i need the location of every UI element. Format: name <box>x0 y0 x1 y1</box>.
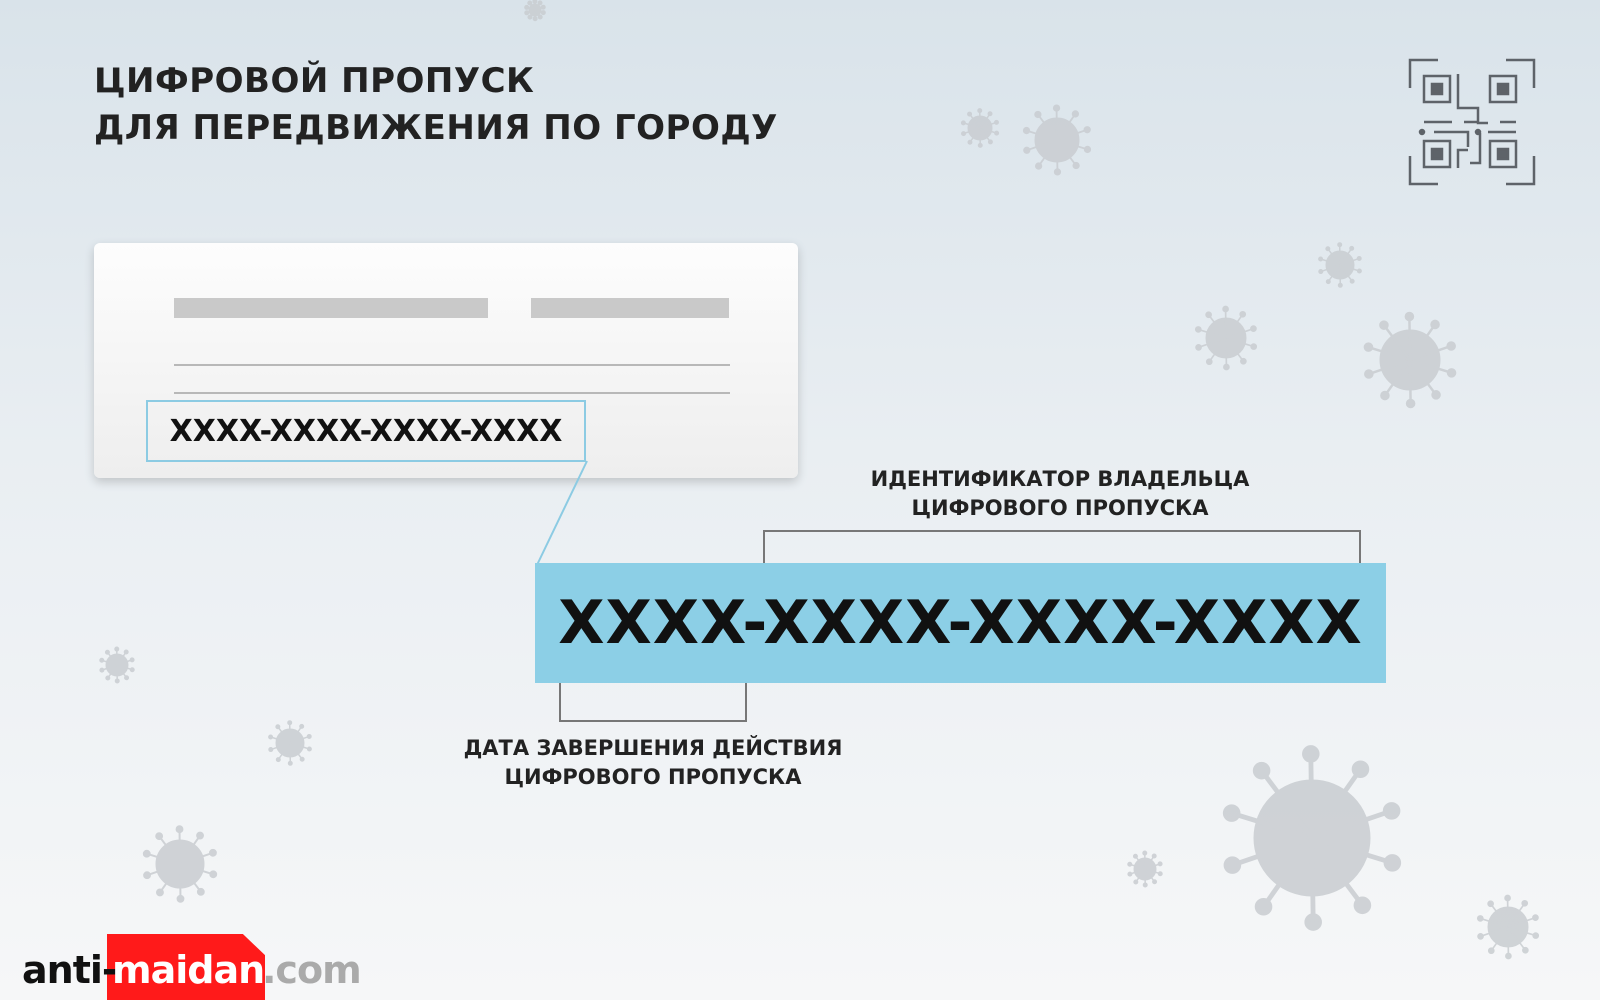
placeholder-line <box>174 392 730 394</box>
virus-icon <box>99 646 135 684</box>
title-line-2: ДЛЯ ПЕРЕДВИЖЕНИЯ ПО ГОРОДУ <box>94 108 778 148</box>
owner-id-label-line2: ЦИФРОВОГО ПРОПУСКА <box>911 496 1209 520</box>
pass-code-zoomed: XXXX-XXXX-XXXX-XXXX <box>535 563 1386 683</box>
qr-code-icon <box>1408 58 1536 186</box>
expiry-label-line2: ЦИФРОВОГО ПРОПУСКА <box>504 765 802 789</box>
expiry-date-label: ДАТА ЗАВЕРШЕНИЯ ДЕЙСТВИЯ ЦИФРОВОГО ПРОПУ… <box>443 734 863 792</box>
title-line-1: ЦИФРОВОЙ ПРОПУСК <box>94 61 535 101</box>
owner-id-label: ИДЕНТИФИКАТОР ВЛАДЕЛЬЦА ЦИФРОВОГО ПРОПУС… <box>840 465 1280 523</box>
virus-icon <box>1194 305 1258 371</box>
logo-part-com: .com <box>262 948 362 992</box>
virus-icon <box>1476 894 1540 960</box>
logo-red-tag <box>107 934 265 1000</box>
virus-icon <box>1022 104 1092 176</box>
virus-icon <box>268 720 312 766</box>
placeholder-bar <box>531 298 729 318</box>
virus-icon <box>142 825 218 903</box>
digital-pass-card: XXXX-XXXX-XXXX-XXXX <box>94 243 798 478</box>
logo-part-anti: anti- <box>22 948 118 992</box>
page-title: ЦИФРОВОЙ ПРОПУСК ДЛЯ ПЕРЕДВИЖЕНИЯ ПО ГОР… <box>94 58 778 152</box>
virus-icon <box>1318 242 1362 288</box>
owner-id-label-line1: ИДЕНТИФИКАТОР ВЛАДЕЛЬЦА <box>870 467 1250 491</box>
pass-code-highlight: XXXX-XXXX-XXXX-XXXX <box>146 400 586 462</box>
expiry-label-line1: ДАТА ЗАВЕРШЕНИЯ ДЕЙСТВИЯ <box>463 736 843 760</box>
virus-icon <box>1363 311 1457 409</box>
placeholder-bar <box>174 298 488 318</box>
placeholder-line <box>174 364 730 366</box>
virus-icon <box>960 108 1000 148</box>
logo-part-maidan: maidan <box>112 948 265 992</box>
virus-icon <box>1127 850 1163 888</box>
virus-icon <box>1222 745 1402 931</box>
virus-icon <box>524 0 546 22</box>
